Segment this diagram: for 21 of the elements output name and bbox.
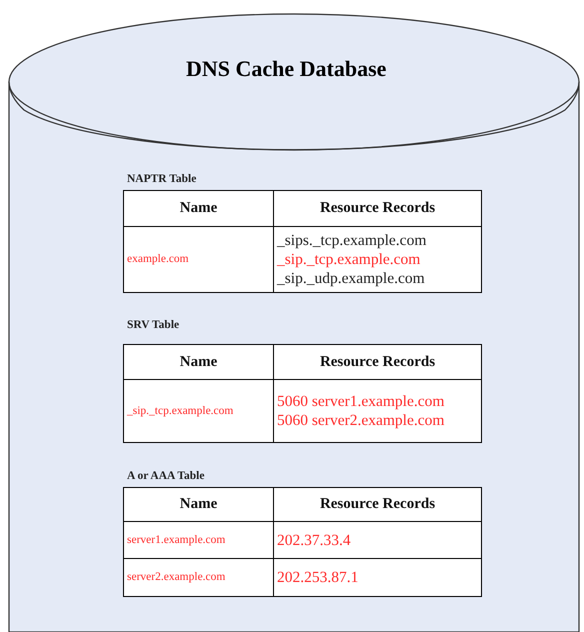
column-header: Name <box>180 352 218 372</box>
column-header: Name <box>180 495 218 514</box>
table-heading: SRV Table <box>127 318 180 332</box>
column-header: Resource Records <box>320 352 436 372</box>
column-header: Resource Records <box>320 199 436 218</box>
record-text: server2.example.com <box>127 570 226 585</box>
record-text: 202.253.87.1 <box>277 568 358 587</box>
column-header: Resource Records <box>320 495 436 514</box>
record-text: 5060 server2.example.com <box>277 411 444 430</box>
table-heading: A or AAA Table <box>127 469 204 483</box>
column-header: Name <box>180 199 218 218</box>
record-text: _sip._udp.example.com <box>277 269 425 288</box>
record-text: 5060 server1.example.com <box>277 392 444 411</box>
record-text: example.com <box>127 252 189 267</box>
database-title: DNS Cache Database <box>186 56 386 82</box>
table-heading: NAPTR Table <box>127 172 196 186</box>
record-text: _sip._tcp.example.com <box>277 250 420 269</box>
record-text: _sips._tcp.example.com <box>277 231 426 250</box>
record-text: server1.example.com <box>127 532 226 548</box>
record-text: _sip._tcp.example.com <box>127 404 234 418</box>
record-text: 202.37.33.4 <box>277 530 351 550</box>
